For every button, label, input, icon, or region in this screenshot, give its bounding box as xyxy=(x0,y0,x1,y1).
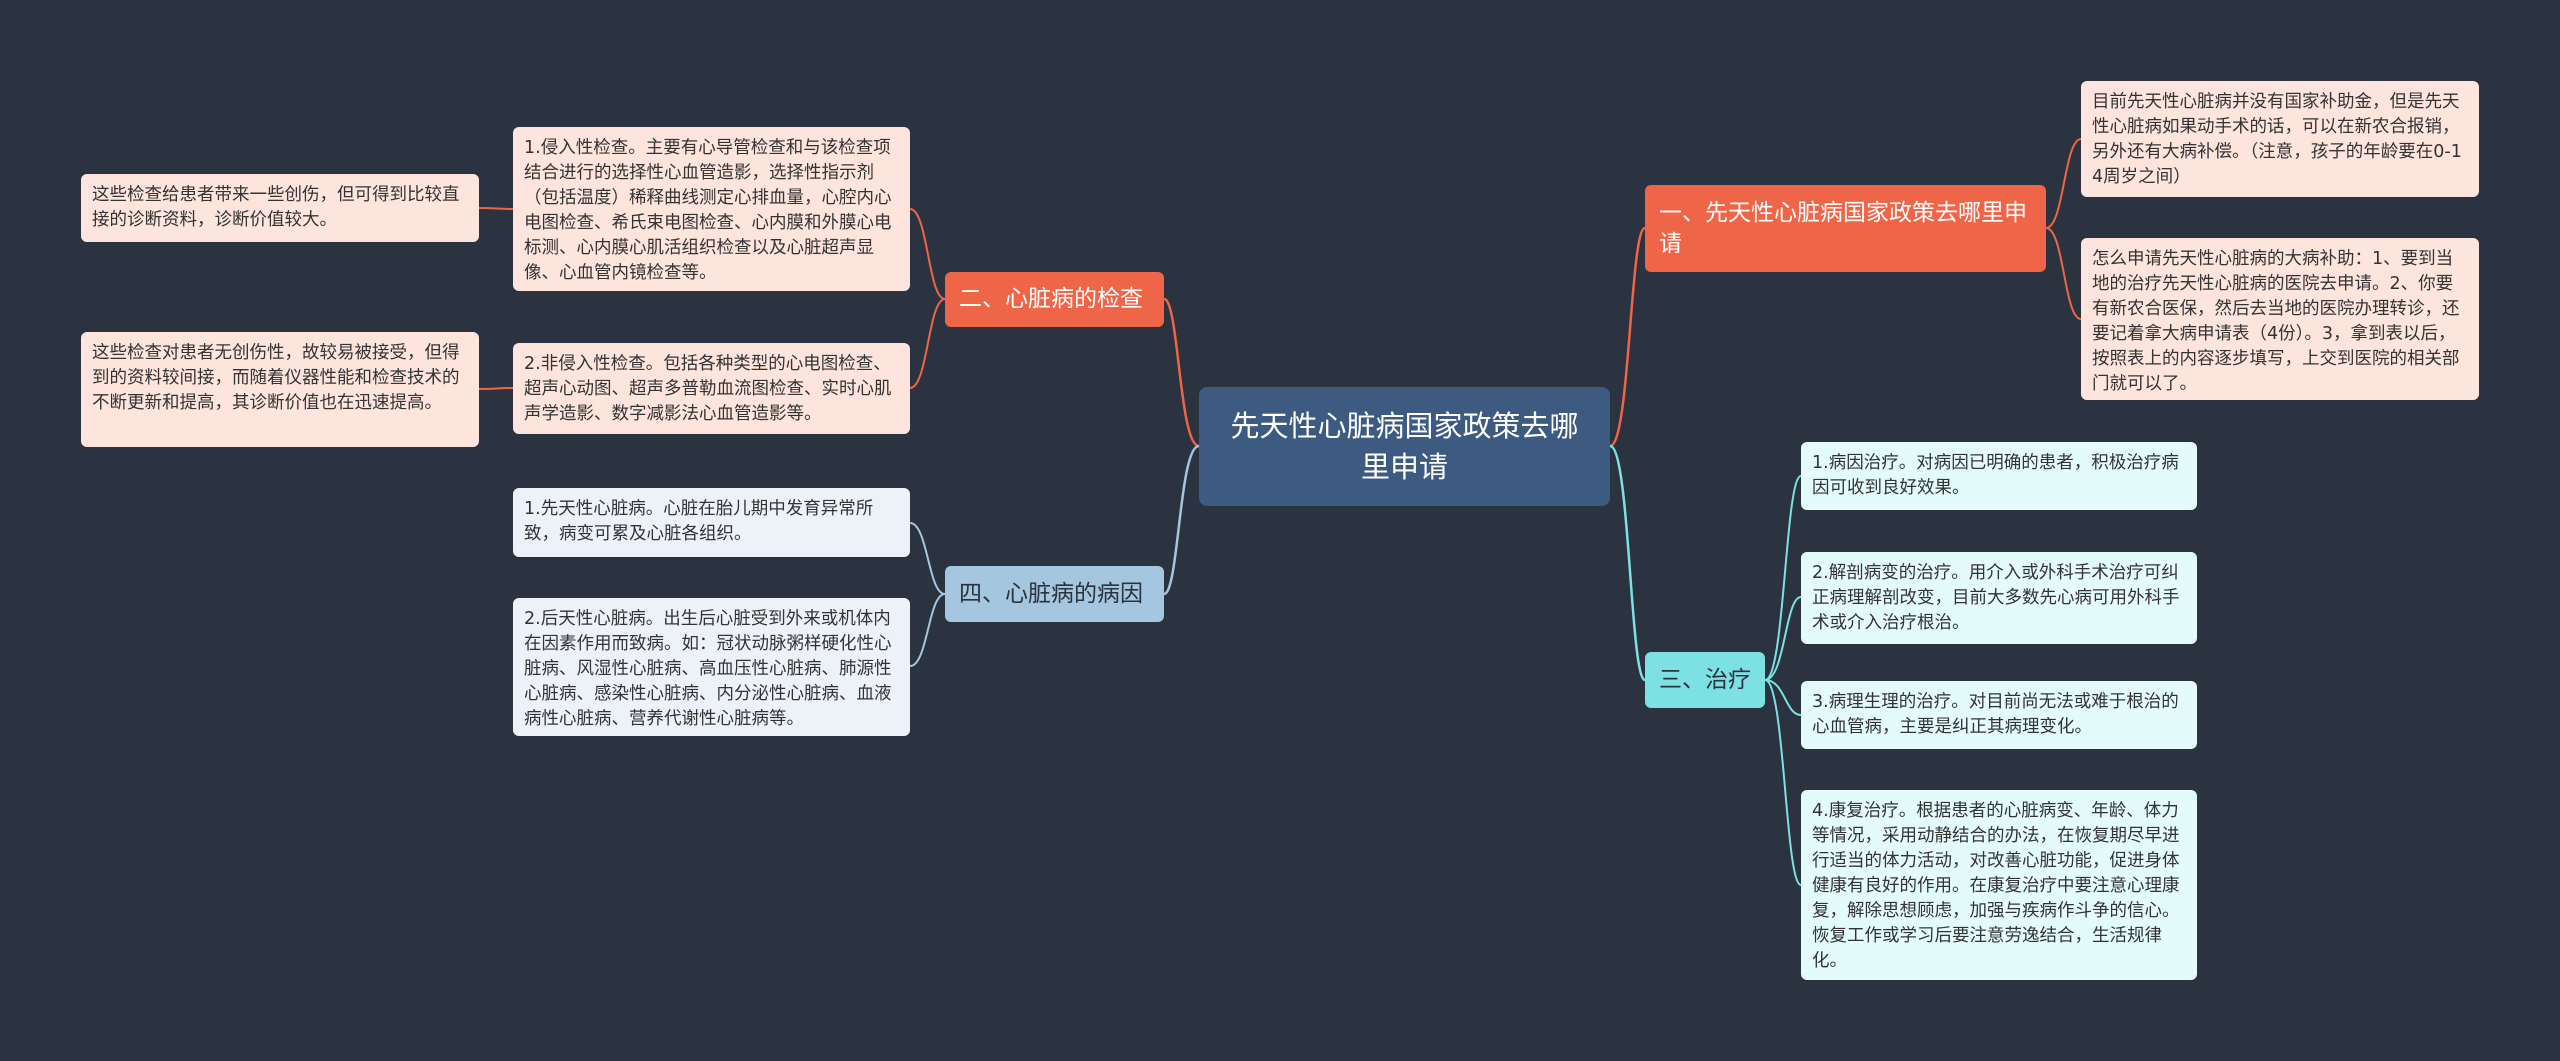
policy-item-1-text: 目前先天性心脏病并没有国家补助金，但是先天性心脏病如果动手术的话，可以在新农合报… xyxy=(2092,92,2462,187)
root-topic[interactable]: 先天性心脏病国家政策去哪里申请 xyxy=(1199,387,1610,506)
policy-item-2[interactable]: 怎么申请先天性心脏病的大病补助：1、要到当地的治疗先天性心脏病的医院去申请。2、… xyxy=(2081,238,2479,400)
exam-item-1[interactable]: 1.侵入性检查。主要有心导管检查和与该检查项结合进行的选择性心血管造影，选择性指… xyxy=(513,127,910,291)
treatment-item-3-text: 3.病理生理的治疗。对目前尚无法或难于根治的心血管病，主要是纠正其病理变化。 xyxy=(1812,692,2179,737)
link-root-exam xyxy=(1163,297,1200,448)
link-exam-note2 xyxy=(478,387,514,390)
branch-exam[interactable]: 二、心脏病的检查 xyxy=(945,272,1164,327)
branch-exam-label: 二、心脏病的检查 xyxy=(959,286,1143,312)
treatment-item-3[interactable]: 3.病理生理的治疗。对目前尚无法或难于根治的心血管病，主要是纠正其病理变化。 xyxy=(1801,681,2197,749)
link-treatment-item2 xyxy=(1764,596,1802,681)
cause-item-1-text: 1.先天性心脏病。心脏在胎儿期中发育异常所致，病变可累及心脏各组织。 xyxy=(524,499,874,544)
treatment-item-1-text: 1.病因治疗。对病因已明确的患者，积极治疗病因可收到良好效果。 xyxy=(1812,453,2179,498)
link-treatment-item1 xyxy=(1764,475,1802,681)
link-root-treatment xyxy=(1609,444,1647,682)
exam-note-1-text: 这些检查给患者带来一些创伤，但可得到比较直接的诊断资料，诊断价值较大。 xyxy=(92,185,460,230)
branch-treatment[interactable]: 三、治疗 xyxy=(1645,652,1765,708)
link-exam-item1 xyxy=(909,208,946,300)
cause-item-1[interactable]: 1.先天性心脏病。心脏在胎儿期中发育异常所致，病变可累及心脏各组织。 xyxy=(513,488,910,557)
policy-item-1[interactable]: 目前先天性心脏病并没有国家补助金，但是先天性心脏病如果动手术的话，可以在新农合报… xyxy=(2081,81,2479,197)
link-policy-item1 xyxy=(2045,138,2082,229)
cause-item-2-text: 2.后天性心脏病。出生后心脏受到外来或机体内在因素作用而致病。如：冠状动脉粥样硬… xyxy=(524,609,892,729)
link-treatment-item4 xyxy=(1764,679,1802,886)
link-exam-item2 xyxy=(909,298,946,389)
treatment-item-4-text: 4.康复治疗。根据患者的心脏病变、年龄、体力等情况，采用动静结合的办法，在恢复期… xyxy=(1812,801,2180,971)
link-cause-item1 xyxy=(909,522,946,595)
branch-cause[interactable]: 四、心脏病的病因 xyxy=(945,566,1164,622)
branch-policy-label: 一、先天性心脏病国家政策去哪里申请 xyxy=(1659,199,2027,257)
exam-note-2-text: 这些检查对患者无创伤性，故较易被接受，但得到的资料较间接，而随着仪器性能和检查技… xyxy=(92,343,460,413)
exam-note-2[interactable]: 这些检查对患者无创伤性，故较易被接受，但得到的资料较间接，而随着仪器性能和检查技… xyxy=(81,332,479,447)
link-root-policy xyxy=(1609,226,1647,448)
treatment-item-1[interactable]: 1.病因治疗。对病因已明确的患者，积极治疗病因可收到良好效果。 xyxy=(1801,442,2197,510)
root-topic-label: 先天性心脏病国家政策去哪里申请 xyxy=(1230,408,1579,484)
exam-note-1[interactable]: 这些检查给患者带来一些创伤，但可得到比较直接的诊断资料，诊断价值较大。 xyxy=(81,174,479,242)
link-treatment-item3 xyxy=(1764,679,1802,716)
treatment-item-2-text: 2.解剖病变的治疗。用介入或外科手术治疗可纠正病理解剖改变，目前大多数先心病可用… xyxy=(1812,563,2180,633)
branch-cause-label: 四、心脏病的病因 xyxy=(959,580,1143,607)
treatment-item-4[interactable]: 4.康复治疗。根据患者的心脏病变、年龄、体力等情况，采用动静结合的办法，在恢复期… xyxy=(1801,790,2197,980)
branch-policy[interactable]: 一、先天性心脏病国家政策去哪里申请 xyxy=(1645,185,2046,272)
exam-item-1-text: 1.侵入性检查。主要有心导管检查和与该检查项结合进行的选择性心血管造影，选择性指… xyxy=(524,138,892,283)
exam-item-2[interactable]: 2.非侵入性检查。包括各种类型的心电图检查、超声心动图、超声多普勒血流图检查、实… xyxy=(513,343,910,434)
exam-item-2-text: 2.非侵入性检查。包括各种类型的心电图检查、超声心动图、超声多普勒血流图检查、实… xyxy=(524,354,892,424)
link-root-cause xyxy=(1163,444,1200,596)
link-exam-note1 xyxy=(478,207,514,210)
link-cause-item2 xyxy=(909,593,946,667)
branch-treatment-label: 三、治疗 xyxy=(1659,666,1751,693)
policy-item-2-text: 怎么申请先天性心脏病的大病补助：1、要到当地的治疗先天性心脏病的医院去申请。2、… xyxy=(2092,249,2460,394)
treatment-item-2[interactable]: 2.解剖病变的治疗。用介入或外科手术治疗可纠正病理解剖改变，目前大多数先心病可用… xyxy=(1801,552,2197,644)
link-policy-item2 xyxy=(2045,227,2082,320)
cause-item-2[interactable]: 2.后天性心脏病。出生后心脏受到外来或机体内在因素作用而致病。如：冠状动脉粥样硬… xyxy=(513,598,910,736)
